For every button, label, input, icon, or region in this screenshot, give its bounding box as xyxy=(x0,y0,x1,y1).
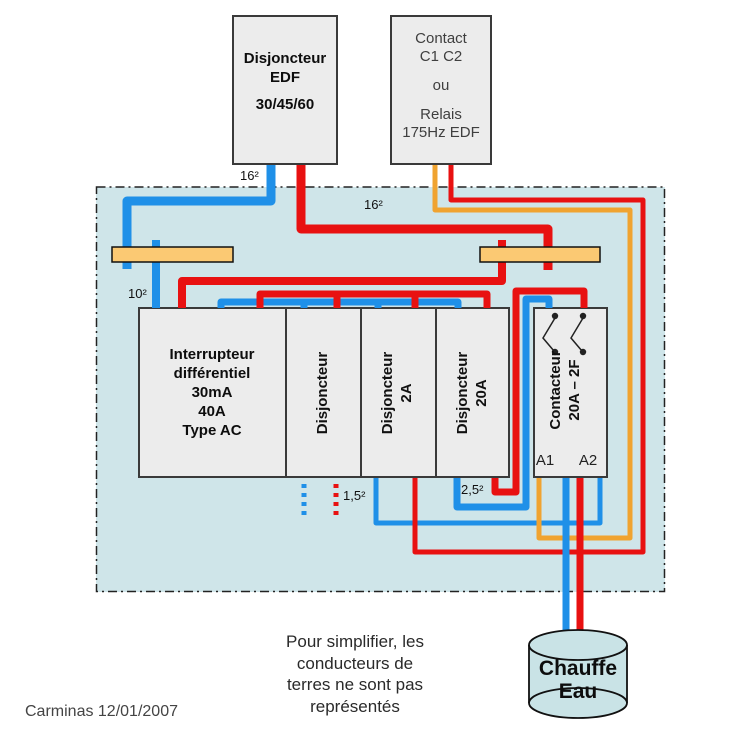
contact-relay-box: Contact C1 C2 ou Relais 175Hz EDF xyxy=(390,15,492,165)
gauge-label-edf-neutral: 16² xyxy=(240,168,259,183)
gauge-label-coil-circuit: 1,5² xyxy=(343,488,366,503)
contact-relay-label: Contact C1 C2 ou Relais 175Hz EDF xyxy=(402,30,480,141)
water-heater-label: Chauffe Eau xyxy=(538,657,618,703)
simplification-note: Pour simplifier, les conducteurs de terr… xyxy=(286,632,424,716)
gauge-label-rcd-feed: 10² xyxy=(128,286,147,301)
gauge-label-power-circuit: 2,5² xyxy=(461,482,484,497)
gauge-label-panel-phase: 16² xyxy=(364,197,383,212)
edf-breaker-label: Disjoncteur EDF 30/45/60 xyxy=(243,50,327,113)
edf-breaker-box: Disjoncteur EDF 30/45/60 xyxy=(232,15,338,165)
rcd-label: Interrupteur différentiel 30mA 40A Type … xyxy=(169,346,255,439)
author-credit: Carminas 12/01/2007 xyxy=(25,703,178,720)
terminal-a1-label: A1 xyxy=(535,452,555,469)
terminal-a2-label: A2 xyxy=(578,452,598,469)
